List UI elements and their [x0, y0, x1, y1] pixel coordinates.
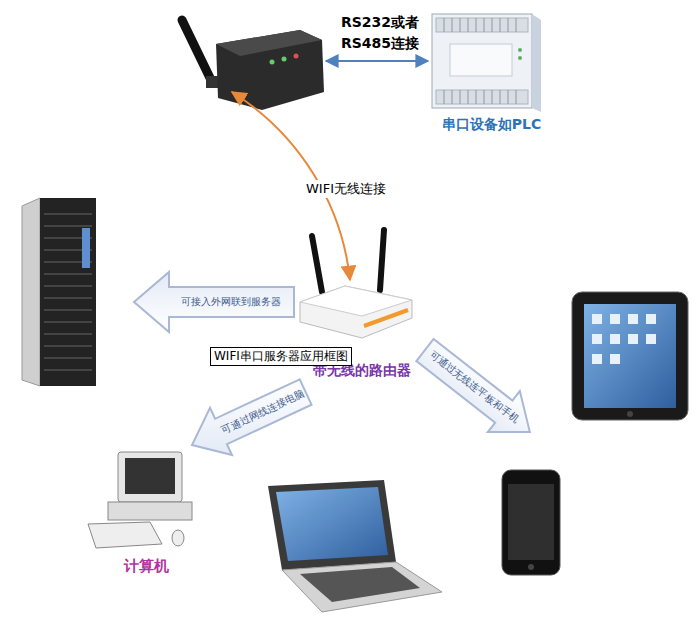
tablet-screen — [584, 304, 676, 408]
annotation: WIFI无线连接 — [290, 180, 402, 198]
caption: WIFI串口服务器应用框图 — [210, 347, 352, 366]
server-window — [82, 228, 90, 268]
computer-node: 计算机 — [85, 445, 208, 578]
antenna — [182, 20, 211, 80]
module-body — [216, 30, 324, 110]
led — [294, 54, 299, 59]
laptop-keyboard — [300, 567, 420, 602]
mouse — [172, 530, 184, 546]
antenna — [380, 230, 384, 290]
led — [270, 60, 275, 65]
desktop-case — [108, 502, 192, 520]
serial-link — [326, 60, 428, 62]
annotation: 可通过无线连平板和手机 — [422, 345, 525, 430]
server-side — [22, 198, 40, 386]
router-node: 带无线的路由器 — [295, 225, 428, 392]
block-arrow — [134, 272, 294, 332]
device-label: 串口设备如PLC — [425, 116, 558, 134]
antenna-base — [206, 76, 218, 88]
home-button — [528, 564, 534, 570]
block-arrow — [409, 330, 546, 453]
antenna — [312, 236, 322, 292]
monitor — [118, 452, 182, 502]
block-arrow — [192, 379, 312, 455]
led — [518, 56, 522, 60]
terminal-strip — [436, 18, 528, 32]
laptop-screen — [276, 487, 388, 561]
device-label: 计算机 — [85, 557, 208, 576]
router-top — [300, 286, 412, 316]
terminal-strip — [436, 90, 528, 104]
plc-body — [432, 14, 532, 108]
laptop-base — [282, 562, 442, 612]
plc-panel — [450, 44, 512, 76]
led — [518, 48, 522, 52]
device-node: 串口设备如PLC — [425, 8, 558, 136]
phone-screen — [508, 484, 554, 560]
phone — [502, 470, 560, 575]
terminals — [444, 18, 516, 104]
tablet — [572, 292, 688, 420]
keyboard — [88, 522, 162, 548]
annotation: 可接入外网联到服务器 — [170, 295, 292, 309]
home-button — [627, 411, 633, 417]
monitor-screen — [125, 458, 175, 494]
plc-side — [532, 14, 541, 112]
server-grille — [44, 214, 92, 370]
router-body — [300, 286, 412, 338]
led — [282, 57, 287, 62]
module-top — [216, 30, 322, 56]
server-front — [40, 198, 96, 386]
app-icons — [592, 314, 656, 364]
router-stripe — [364, 310, 408, 326]
annotation: RS232或者 RS485连接 — [336, 12, 424, 54]
laptop-lid — [268, 480, 396, 570]
